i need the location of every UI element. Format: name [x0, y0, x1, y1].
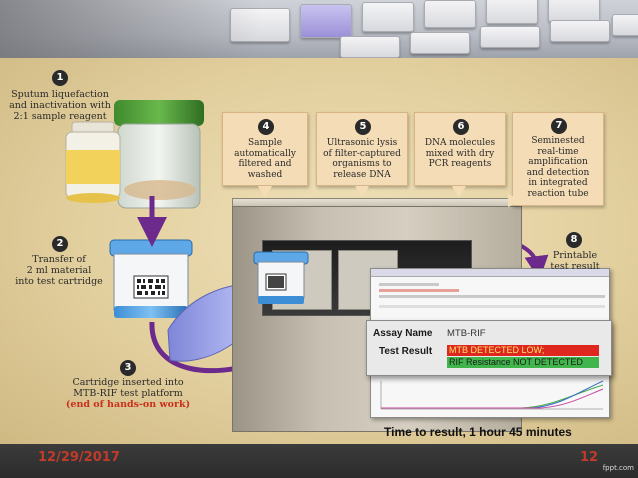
test-result-zoom: Assay Name MTB-RIF Test Result MTB DETEC…	[366, 320, 612, 376]
sputum-jar	[114, 100, 204, 209]
step-6-number: 6	[453, 119, 469, 135]
result-mtb-detected: MTB DETECTED LOW;	[447, 345, 599, 356]
footer-date: 12/29/2017	[38, 450, 120, 465]
time-to-result: Time to result, 1 hour 45 minutes	[384, 425, 572, 439]
step-8-number: 8	[566, 232, 582, 248]
assay-name-value: MTB-RIF	[447, 328, 486, 339]
result-secondary-text: RIF Resistance NOT DETECTED	[449, 357, 583, 367]
test-result-label: Test Result	[379, 346, 433, 357]
step-1-number: 1	[52, 70, 68, 86]
amplification-curves	[380, 380, 604, 410]
footer-page-number: 12	[580, 450, 599, 465]
result-primary-text: MTB DETECTED LOW;	[449, 345, 545, 355]
header-keyboard-image	[0, 0, 638, 58]
report-menu-bar	[371, 269, 609, 277]
step-2-number: 2	[52, 236, 68, 252]
reagent-bottle	[65, 121, 121, 203]
step-7-number: 7	[551, 118, 567, 134]
result-rif-not-detected: RIF Resistance NOT DETECTED	[447, 357, 599, 368]
step-4-number: 4	[258, 119, 274, 135]
step-3-number: 3	[120, 360, 136, 376]
step-3-note: (end of hands-on work)	[65, 399, 191, 410]
step-5-number: 5	[355, 119, 371, 135]
watermark: fppt.com	[602, 464, 634, 472]
test-cartridge	[109, 239, 193, 318]
assay-name-label: Assay Name	[373, 328, 433, 339]
slide-footer: 12/29/2017 12	[0, 444, 638, 478]
